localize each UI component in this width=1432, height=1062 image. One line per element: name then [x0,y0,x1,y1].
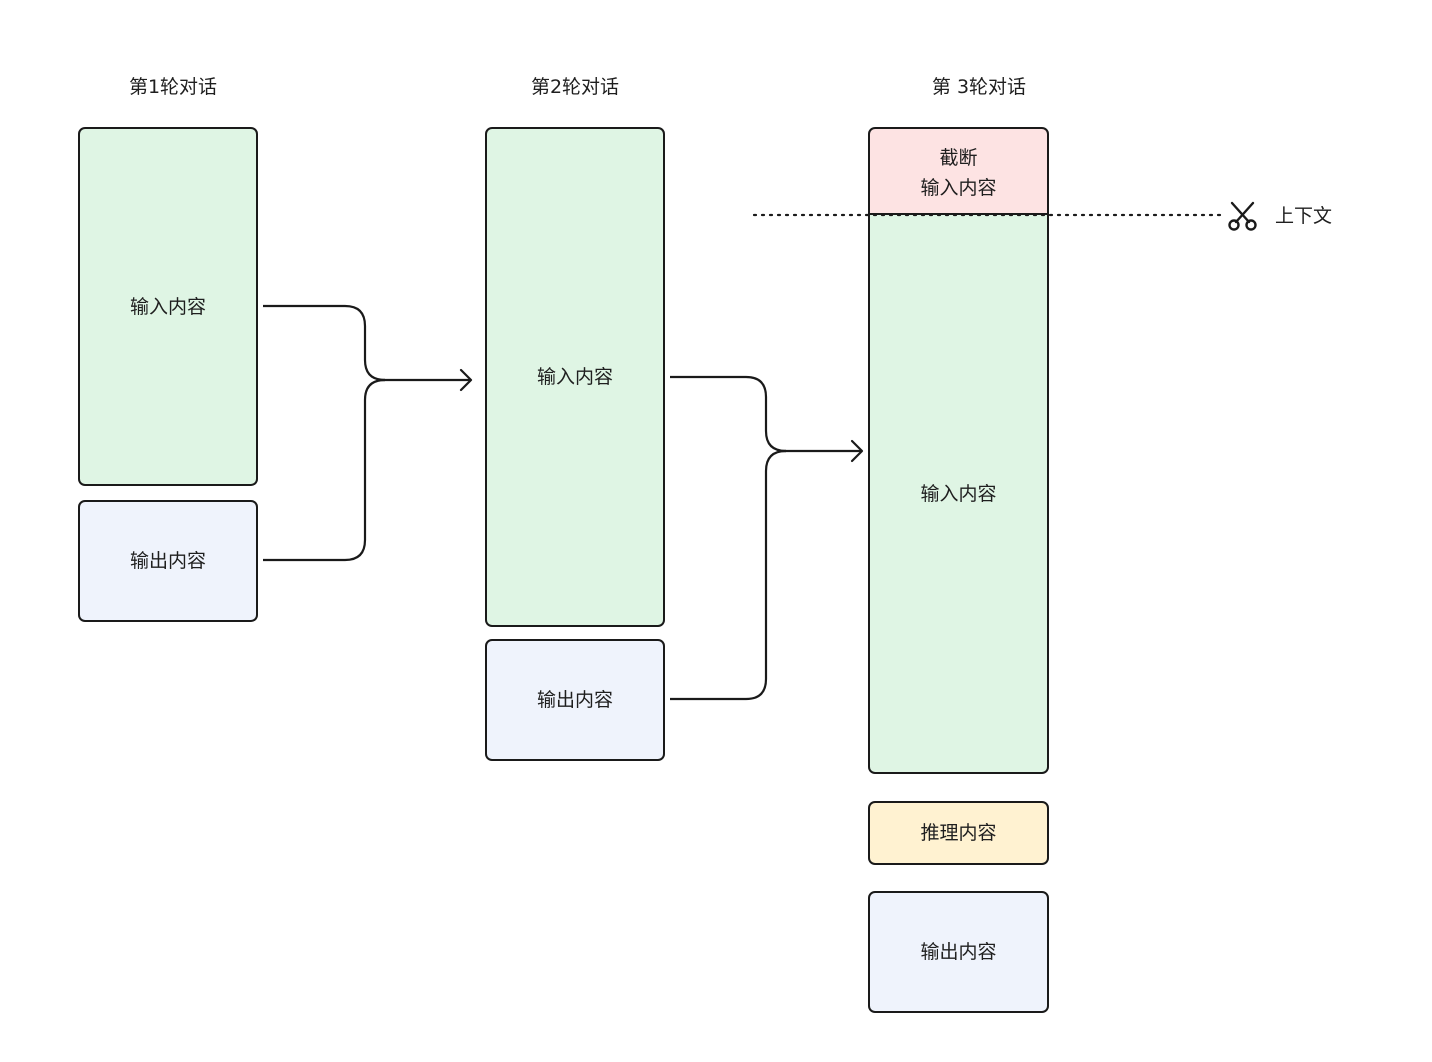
connector-round1-input [263,304,386,382]
round-1-output-label: 输出内容 [129,550,206,572]
round-3-reasoning-label: 推理内容 [920,822,997,844]
scissors-icon [1228,201,1257,231]
round-3-truncated-box: 截断 输入内容 [868,127,1049,219]
round-3-reasoning-box: 推理内容 [868,801,1049,865]
round-2-input-label: 输入内容 [536,366,613,388]
context-label: 上下文 [1275,205,1333,227]
truncated-label-group: 截断 输入内容 [920,143,996,203]
round-1-input-label: 输入内容 [129,295,206,318]
round-2-output-box: 输出内容 [485,639,665,761]
round-2-input-box: 输入内容 [485,127,665,627]
round-3-title: 第 3轮对话 [931,76,1027,98]
round-3-output-label: 输出内容 [920,941,997,963]
arrow-head-icon [850,439,864,463]
round-3-input-label: 输入内容 [920,482,997,505]
round-2-title: 第2轮对话 [530,76,620,98]
arrow-head-icon [459,368,473,392]
round-1-title: 第1轮对话 [128,76,218,98]
connector-round1-output [263,378,386,562]
connector-round2-output [670,449,787,701]
round-2-output-label: 输出内容 [536,689,613,711]
truncated-label-line2: 输入内容 [920,177,997,199]
round-1-input-box: 输入内容 [78,127,258,486]
round-1-output-box: 输出内容 [78,500,258,622]
round-3-output-box: 输出内容 [868,891,1049,1013]
truncated-label-line1: 截断 [939,147,978,169]
connector-round2-input [670,375,787,453]
round-3-input-box: 输入内容 [868,213,1049,774]
